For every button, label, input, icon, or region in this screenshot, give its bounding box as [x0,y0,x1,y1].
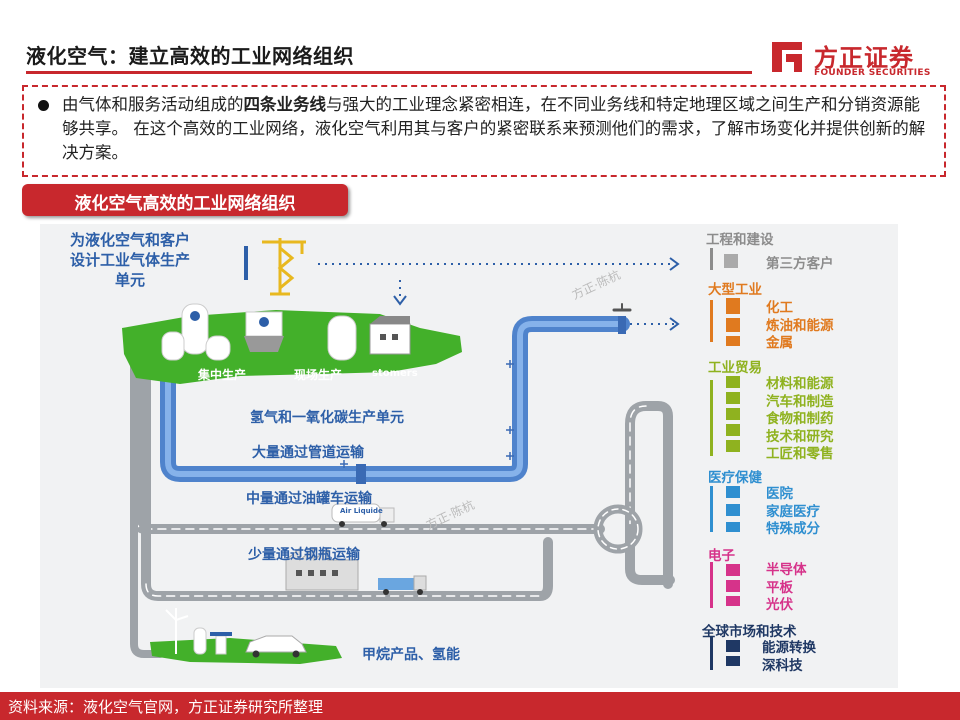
category-item: 家庭医疗 [766,503,820,520]
bullet-dot [38,100,49,111]
category-item: 医院 [766,486,793,502]
category-industrial-merchant-title: 工业贸易 [708,360,762,376]
category-item: 能源转换 [762,640,816,656]
centralized-production-label: 集中生产 [198,368,247,382]
road-network [130,329,675,658]
crane-icon [262,238,306,296]
category-global-markets-title: 全球市场和技术 [702,624,797,640]
hydrogen-station-icon [193,627,232,655]
category-item: 平板 [766,579,793,596]
category-healthcare-items: 医院 家庭医疗 特殊成分 [766,486,820,539]
car-icon [245,635,307,658]
title-underline [26,71,752,74]
pipeline-transport-label: 大量通过管道运输 [252,445,364,461]
dotted-arrows [318,257,680,331]
customers-label: stomers [372,368,418,379]
category-item: 化工 [766,300,793,316]
category-electronics-title: 电子 [708,548,735,564]
intro-part1: 由气体和服务活动组成的 [62,95,244,114]
truck-brand-label: Air Liquide [340,507,383,515]
category-item: 炼油和能源 [766,317,834,334]
design-unit-line-1: 为液化空气和客户 [70,231,191,249]
wind-turbine-icon [165,608,189,654]
cylinder-truck-icon [378,575,427,595]
category-item: 材料和能源 [766,376,834,392]
company-logo: 方正证券 FOUNDER SECURITIES [768,36,938,80]
methane-hydrogen-label: 甲烷产品、氢能 [362,647,460,663]
source-text: 资料来源：液化空气官网，方正证券研究所整理 [8,698,324,716]
category-healthcare-title: 医疗保健 [708,470,762,486]
truck-transport-label: 中量通过油罐车运输 [246,491,372,507]
category-item: 食物和制药 [766,411,834,427]
network-diagram: 为液化空气和客户 设计工业气体生产 单元 集中生产 现场生产 stomers 氢… [40,224,898,688]
production-facilities [161,303,411,361]
category-electronics-items: 半导体 平板 光伏 [766,562,807,615]
section-subtitle: 液化空气高效的工业网络组织 [74,194,296,214]
section-subtitle-tab: 液化空气高效的工业网络组织 [22,184,348,216]
category-item: 半导体 [766,562,807,578]
category-item: 特殊成分 [766,521,820,537]
category-item: 深科技 [762,657,803,674]
category-engineering-items: 第三方客户 [766,256,834,274]
category-large-industry-items: 化工 炼油和能源 金属 [766,300,834,353]
hyco-unit-label: 氢气和一氧化碳生产单元 [250,410,404,426]
logo-text-cn: 方正证券 [814,44,914,72]
intro-bold: 四条业务线 [243,95,327,114]
category-large-industry-title: 大型工业 [708,282,762,298]
design-divider-bar [244,246,248,280]
intro-box: 由气体和服务活动组成的四条业务线与强大的工业理念紧密相连，在不同业务线和特定地理… [22,85,946,177]
founder-logo-icon [772,42,802,72]
cylinder-factory-icon [285,546,359,591]
design-unit-line-3: 单元 [115,271,146,289]
intro-part2: 与强大的工业理念紧密相连，在不同业务线和特定地理区域之间生产和分销资源能够共享。… [62,95,926,162]
cylinder-transport-label: 少量通过钢瓶运输 [248,547,360,563]
category-item: 金属 [766,335,793,351]
category-item: 第三方客户 [766,256,834,272]
network-diagram-graphics [122,238,740,670]
onsite-production-label: 现场生产 [294,368,343,382]
category-industrial-merchant-items: 材料和能源 汽车和制造 食物和制药 技术和研究 工匠和零售 [766,376,834,464]
category-engineering-title: 工程和建设 [706,232,774,248]
source-footer: 资料来源：液化空气官网，方正证券研究所整理 [0,692,960,720]
design-unit-line-2: 设计工业气体生产 [70,251,191,269]
intro-text: 由气体和服务活动组成的四条业务线与强大的工业理念紧密相连，在不同业务线和特定地理… [62,93,932,165]
logo-text-en: FOUNDER SECURITIES [814,68,931,78]
pipeline-markers [340,360,514,468]
pipeline [160,303,632,484]
tanker-truck-icon [331,503,395,527]
category-bars [710,248,713,670]
page-title: 液化空气：建立高效的工业网络组织 [26,44,354,68]
category-icons [724,254,740,666]
category-item: 光伏 [766,597,793,613]
category-item: 技术和研究 [766,428,834,445]
design-unit-label: 为液化空气和客户 设计工业气体生产 单元 [70,230,190,290]
category-item: 工匠和零售 [766,446,834,462]
category-item: 汽车和制造 [766,393,834,410]
category-global-markets-items: 能源转换 深科技 [762,640,816,675]
